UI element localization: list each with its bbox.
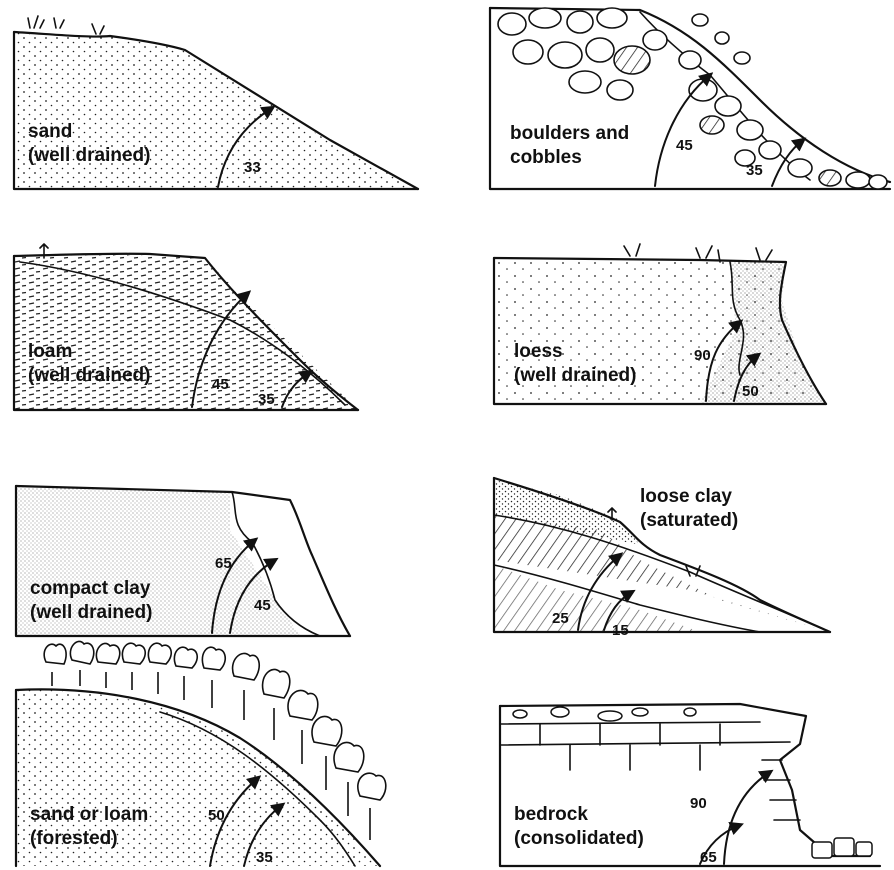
soil-label-line2: (well drained) xyxy=(30,602,152,623)
angle-label-inner: 65 xyxy=(700,849,717,866)
soil-label-line1: sand xyxy=(28,121,72,142)
panel-loose-clay: loose clay (saturated) 25 15 xyxy=(494,478,830,639)
panel-boulders: boulders and cobbles 45 35 xyxy=(490,8,890,189)
angle-label-inner: 50 xyxy=(742,383,759,400)
angle-arrow-outer xyxy=(724,772,770,864)
soil-label-line2: cobbles xyxy=(510,147,582,168)
angle-label: 33 xyxy=(244,159,261,176)
grass-tufts xyxy=(28,16,104,34)
soil-label-line2: (forested) xyxy=(30,828,118,849)
soil-label-line2: (well drained) xyxy=(28,365,150,386)
soil-label-line2: (well drained) xyxy=(514,365,636,386)
soil-label-line2: (consolidated) xyxy=(514,828,644,849)
angle-label-outer: 90 xyxy=(694,347,711,364)
angle-label-inner: 15 xyxy=(612,622,629,639)
soil-label-line1: boulders and xyxy=(510,123,629,144)
panel-loess: loess (well drained) 90 50 xyxy=(494,244,826,404)
angle-label-inner: 35 xyxy=(746,162,763,179)
soil-label-line1: compact clay xyxy=(30,578,151,599)
angle-label-outer: 45 xyxy=(212,376,229,393)
loam-fill xyxy=(14,254,358,410)
soil-label-line1: loess xyxy=(514,341,563,362)
panel-loam: loam (well drained) 45 35 xyxy=(14,244,358,410)
panel-sand: sand (well drained) 33 xyxy=(14,16,418,189)
angle-label-inner: 45 xyxy=(254,597,271,614)
soil-label-line1: bedrock xyxy=(514,804,588,825)
soil-label-line1: loose clay xyxy=(640,486,732,507)
soil-label-line2: (saturated) xyxy=(640,510,738,531)
angle-label-outer: 45 xyxy=(676,137,693,154)
angle-label-outer: 25 xyxy=(552,610,569,627)
panel-bedrock: bedrock (consolidated) 90 65 xyxy=(500,704,880,866)
soil-label-line1: loam xyxy=(28,341,72,362)
panel-compact-clay: compact clay (well drained) 65 45 xyxy=(16,486,350,636)
angle-label-inner: 35 xyxy=(256,849,273,866)
soil-label-line2: (well drained) xyxy=(28,145,150,166)
soil-label-line1: sand or loam xyxy=(30,804,148,825)
angle-label-outer: 50 xyxy=(208,807,225,824)
panel-forested: sand or loam (forested) 50 35 xyxy=(16,641,386,866)
angle-label-inner: 35 xyxy=(258,391,275,408)
angle-label-outer: 65 xyxy=(215,555,232,572)
angle-label-outer: 90 xyxy=(690,795,707,812)
